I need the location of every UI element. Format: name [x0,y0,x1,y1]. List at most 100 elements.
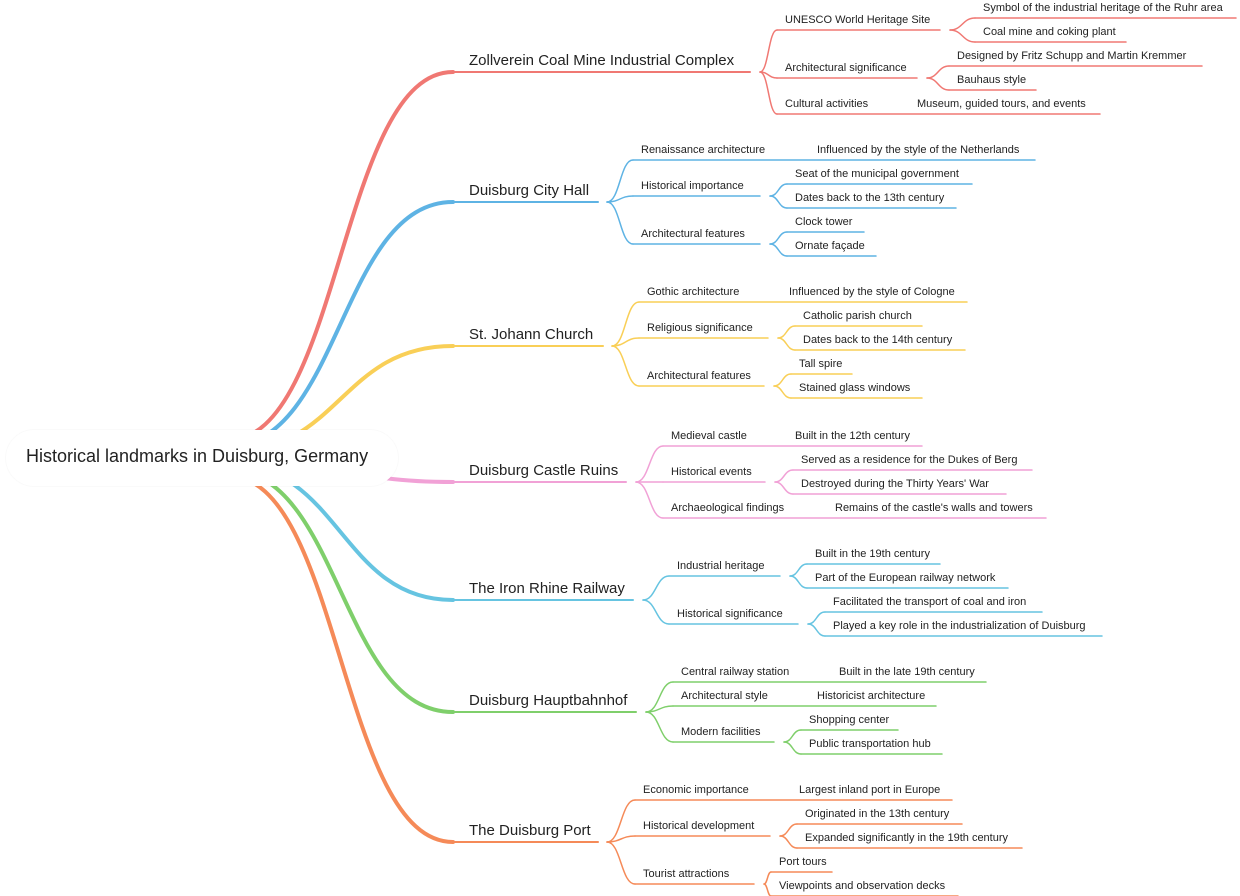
branch-the-iron-rhine-railway-historical-significance-facilitated-the-transport-of-coal-and-iron-connector [807,611,826,625]
branch-duisburg-city-hall-architectural-features-ornate-fa-ade-connector [769,243,788,257]
branch-duisburg-hauptbahnhof-label[interactable]: Duisburg Hauptbahnhof [469,692,628,709]
branch-duisburg-castle-ruins-historical-events-served-as-a-residence-for-the-dukes-of-berg-connector [774,469,794,483]
branch-st-johann-church-religious-significance-dates-back-to-the-14th-century-label[interactable]: Dates back to the 14th century [803,334,953,346]
branch-duisburg-castle-ruins-archaeological-findings-label[interactable]: Archaeological findings [671,502,785,514]
branch-duisburg-hauptbahnhof-modern-facilities-public-transportation-hub-connector [783,741,802,755]
branch-the-duisburg-port-connector [226,474,455,844]
branch-the-iron-rhine-railway-industrial-heritage-connector [642,575,670,601]
branch-duisburg-castle-ruins-historical-events-served-as-a-residence-for-the-dukes-of-berg-label[interactable]: Served as a residence for the Dukes of B… [801,454,1018,466]
branch-duisburg-hauptbahnhof-modern-facilities-connector [645,711,674,743]
branch-zollverein-coal-mine-industrial-complex-architectural-significance-designed-by-fritz-schupp-and-martin-kremmer-connector [926,65,950,79]
branch-st-johann-church-label[interactable]: St. Johann Church [469,326,594,343]
branch-st-johann-church-religious-significance-connector [611,337,640,347]
branch-duisburg-city-hall-historical-importance-dates-back-to-the-13th-century-connector [769,195,788,209]
branch-zollverein-coal-mine-industrial-complex-cultural-activities-label[interactable]: Cultural activities [785,98,869,110]
branch-the-duisburg-port-tourist-attractions-connector [606,841,636,885]
branch-duisburg-castle-ruins-archaeological-findings-remains-of-the-castle-s-walls-and-towers-label[interactable]: Remains of the castle's walls and towers [835,502,1033,514]
branch-st-johann-church-religious-significance-dates-back-to-the-14th-century-connector [777,337,796,351]
branch-the-duisburg-port-economic-importance-label[interactable]: Economic importance [643,784,749,796]
branch-the-iron-rhine-railway-industrial-heritage-built-in-the-19th-century-connector [789,563,808,577]
branch-st-johann-church-architectural-features-tall-spire-connector [773,373,792,387]
root-node[interactable] [6,430,398,486]
branch-the-duisburg-port-tourist-attractions-port-tours-label[interactable]: Port tours [779,856,827,868]
branch-zollverein-coal-mine-industrial-complex-unesco-world-heritage-site-symbol-of-the-industrial-heritage-of-the-ruhr-area-label[interactable]: Symbol of the industrial heritage of the… [983,2,1223,14]
branch-duisburg-city-hall-architectural-features-label[interactable]: Architectural features [641,228,745,240]
branch-duisburg-hauptbahnhof-connector [226,468,455,714]
branch-duisburg-hauptbahnhof-central-railway-station-built-in-the-late-19th-century-label[interactable]: Built in the late 19th century [839,666,975,678]
branch-st-johann-church-religious-significance-label[interactable]: Religious significance [647,322,753,334]
branch-the-duisburg-port-historical-development-originated-in-the-13th-century-label[interactable]: Originated in the 13th century [805,808,950,820]
branch-duisburg-city-hall-connector [226,200,455,448]
root-label: Historical landmarks in Duisburg, German… [26,446,369,466]
branch-duisburg-city-hall-architectural-features-ornate-fa-ade-label[interactable]: Ornate façade [795,240,865,252]
branch-duisburg-castle-ruins-historical-events-destroyed-during-the-thirty-years-war-connector [774,481,794,495]
branch-duisburg-city-hall-architectural-features-clock-tower-connector [769,231,788,245]
branch-the-iron-rhine-railway-historical-significance-connector [642,599,670,625]
branch-duisburg-city-hall-historical-importance-seat-of-the-municipal-government-label[interactable]: Seat of the municipal government [795,168,959,180]
branch-duisburg-city-hall-architectural-features-connector [606,201,634,245]
branch-zollverein-coal-mine-industrial-complex-unesco-world-heritage-site-label[interactable]: UNESCO World Heritage Site [785,14,931,26]
branch-the-iron-rhine-railway-industrial-heritage-part-of-the-european-railway-network-connector [789,575,808,589]
branch-duisburg-city-hall-renaissance-architecture-connector [606,159,634,203]
branch-the-duisburg-port-economic-importance-largest-inland-port-in-europe-label[interactable]: Largest inland port in Europe [799,784,941,796]
branch-duisburg-city-hall-historical-importance-seat-of-the-municipal-government-connector [769,183,788,197]
branch-duisburg-hauptbahnhof-modern-facilities-shopping-center-connector [783,729,802,743]
branch-duisburg-hauptbahnhof-architectural-style-label[interactable]: Architectural style [681,690,768,702]
branch-the-duisburg-port-label[interactable]: The Duisburg Port [469,822,591,839]
branch-the-duisburg-port-economic-importance-connector [606,799,636,843]
branch-duisburg-castle-ruins-medieval-castle-label[interactable]: Medieval castle [671,430,747,442]
branch-st-johann-church-gothic-architecture-label[interactable]: Gothic architecture [647,286,740,298]
branch-the-duisburg-port-historical-development-connector [606,835,636,843]
branch-the-iron-rhine-railway-historical-significance-played-a-key-role-in-the-industrialization-of-duisburg-label[interactable]: Played a key role in the industrializati… [833,620,1086,632]
branch-zollverein-coal-mine-industrial-complex-connector [226,70,455,442]
branch-st-johann-church-architectural-features-stained-glass-windows-label[interactable]: Stained glass windows [799,382,911,394]
branch-st-johann-church-architectural-features-label[interactable]: Architectural features [647,370,751,382]
branch-zollverein-coal-mine-industrial-complex-cultural-activities-museum-guided-tours-and-events-label[interactable]: Museum, guided tours, and events [917,98,1086,110]
branch-the-iron-rhine-railway-industrial-heritage-part-of-the-european-railway-network-label[interactable]: Part of the European railway network [815,572,996,584]
branch-the-iron-rhine-railway-historical-significance-label[interactable]: Historical significance [677,608,783,620]
branch-zollverein-coal-mine-industrial-complex-architectural-significance-bauhaus-style-label[interactable]: Bauhaus style [957,74,1027,86]
branch-the-duisburg-port-historical-development-originated-in-the-13th-century-connector [779,823,798,837]
branch-duisburg-hauptbahnhof-modern-facilities-shopping-center-label[interactable]: Shopping center [809,714,890,726]
branch-duisburg-hauptbahnhof-architectural-style-historicist-architecture-label[interactable]: Historicist architecture [817,690,926,702]
branch-st-johann-church-architectural-features-tall-spire-label[interactable]: Tall spire [799,358,843,370]
branch-the-iron-rhine-railway-label[interactable]: The Iron Rhine Railway [469,580,625,597]
branch-the-duisburg-port-tourist-attractions-port-tours-connector [763,871,772,885]
branch-duisburg-hauptbahnhof-modern-facilities-label[interactable]: Modern facilities [681,726,761,738]
branch-the-duisburg-port-historical-development-expanded-significantly-in-the-19th-century-connector [779,835,798,849]
branch-zollverein-coal-mine-industrial-complex-architectural-significance-bauhaus-style-connector [926,77,950,91]
branch-st-johann-church-architectural-features-connector [611,345,640,387]
branch-zollverein-coal-mine-industrial-complex-architectural-significance-label[interactable]: Architectural significance [785,62,907,74]
branch-zollverein-coal-mine-industrial-complex-label[interactable]: Zollverein Coal Mine Industrial Complex [469,52,735,69]
branch-st-johann-church-gothic-architecture-influenced-by-the-style-of-cologne-label[interactable]: Influenced by the style of Cologne [789,286,955,298]
branch-the-duisburg-port-tourist-attractions-label[interactable]: Tourist attractions [643,868,730,880]
branch-the-iron-rhine-railway-industrial-heritage-built-in-the-19th-century-label[interactable]: Built in the 19th century [815,548,930,560]
branch-duisburg-city-hall-historical-importance-dates-back-to-the-13th-century-label[interactable]: Dates back to the 13th century [795,192,945,204]
branch-duisburg-city-hall-historical-importance-label[interactable]: Historical importance [641,180,744,192]
branch-the-iron-rhine-railway-historical-significance-facilitated-the-transport-of-coal-and-iron-label[interactable]: Facilitated the transport of coal and ir… [833,596,1027,608]
branch-the-duisburg-port-tourist-attractions-viewpoints-and-observation-decks-connector [763,883,772,896]
branch-the-duisburg-port-tourist-attractions-viewpoints-and-observation-decks-label[interactable]: Viewpoints and observation decks [779,880,946,892]
branch-duisburg-city-hall-renaissance-architecture-influenced-by-the-style-of-the-netherlands-label[interactable]: Influenced by the style of the Netherlan… [817,144,1020,156]
branch-st-johann-church-religious-significance-catholic-parish-church-connector [777,325,796,339]
branch-duisburg-castle-ruins-medieval-castle-built-in-the-12th-century-label[interactable]: Built in the 12th century [795,430,910,442]
branch-duisburg-castle-ruins-historical-events-destroyed-during-the-thirty-years-war-label[interactable]: Destroyed during the Thirty Years' War [801,478,989,490]
branch-the-duisburg-port-historical-development-label[interactable]: Historical development [643,820,755,832]
branch-duisburg-hauptbahnhof-central-railway-station-label[interactable]: Central railway station [681,666,790,678]
branch-duisburg-castle-ruins-historical-events-label[interactable]: Historical events [671,466,752,478]
branch-duisburg-city-hall-architectural-features-clock-tower-label[interactable]: Clock tower [795,216,853,228]
branch-the-duisburg-port-historical-development-expanded-significantly-in-the-19th-century-label[interactable]: Expanded significantly in the 19th centu… [805,832,1009,844]
branch-zollverein-coal-mine-industrial-complex-unesco-world-heritage-site-coal-mine-and-coking-plant-label[interactable]: Coal mine and coking plant [983,26,1116,38]
branch-duisburg-city-hall-renaissance-architecture-label[interactable]: Renaissance architecture [641,144,766,156]
branch-st-johann-church-religious-significance-catholic-parish-church-label[interactable]: Catholic parish church [803,310,912,322]
branch-duisburg-city-hall-historical-importance-connector [606,195,634,203]
branch-duisburg-city-hall-label[interactable]: Duisburg City Hall [469,182,590,199]
branch-duisburg-hauptbahnhof-modern-facilities-public-transportation-hub-label[interactable]: Public transportation hub [809,738,931,750]
branch-the-iron-rhine-railway-industrial-heritage-label[interactable]: Industrial heritage [677,560,765,572]
branch-zollverein-coal-mine-industrial-complex-cultural-activities-connector [759,71,778,115]
branch-st-johann-church-architectural-features-stained-glass-windows-connector [773,385,792,399]
branch-zollverein-coal-mine-industrial-complex-architectural-significance-designed-by-fritz-schupp-and-martin-kremmer-label[interactable]: Designed by Fritz Schupp and Martin Krem… [957,50,1187,62]
branch-zollverein-coal-mine-industrial-complex-unesco-world-heritage-site-symbol-of-the-industrial-heritage-of-the-ruhr-area-connector [949,17,976,31]
branch-zollverein-coal-mine-industrial-complex-unesco-world-heritage-site-connector [759,29,778,73]
branch-duisburg-castle-ruins-label[interactable]: Duisburg Castle Ruins [469,462,619,479]
